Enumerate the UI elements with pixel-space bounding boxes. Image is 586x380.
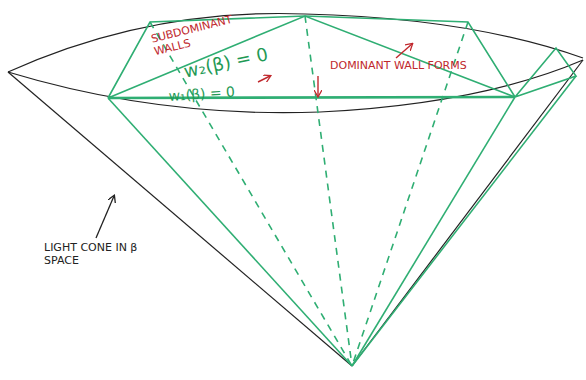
wall-polyhedron	[108, 16, 576, 366]
leader-arrow	[258, 76, 270, 82]
hidden-edge	[352, 22, 468, 366]
wall-edge	[352, 76, 576, 366]
leader-arrow	[396, 44, 412, 58]
callout-note: LIGHT CONE IN β SPACE	[44, 242, 140, 267]
callout-note: DOMINANT WALL FORMS	[330, 60, 520, 73]
wall-edge	[515, 48, 576, 97]
cone-side	[8, 72, 352, 366]
cone-rim-back	[8, 13, 583, 72]
light-cone	[8, 13, 583, 366]
wall-edge	[305, 16, 515, 97]
wall-edge	[352, 97, 515, 366]
cone-side	[352, 60, 583, 366]
leader-arrow	[96, 196, 114, 238]
leader-arrow	[317, 76, 318, 96]
hidden-edge	[150, 22, 352, 366]
wall-edge	[108, 98, 352, 366]
